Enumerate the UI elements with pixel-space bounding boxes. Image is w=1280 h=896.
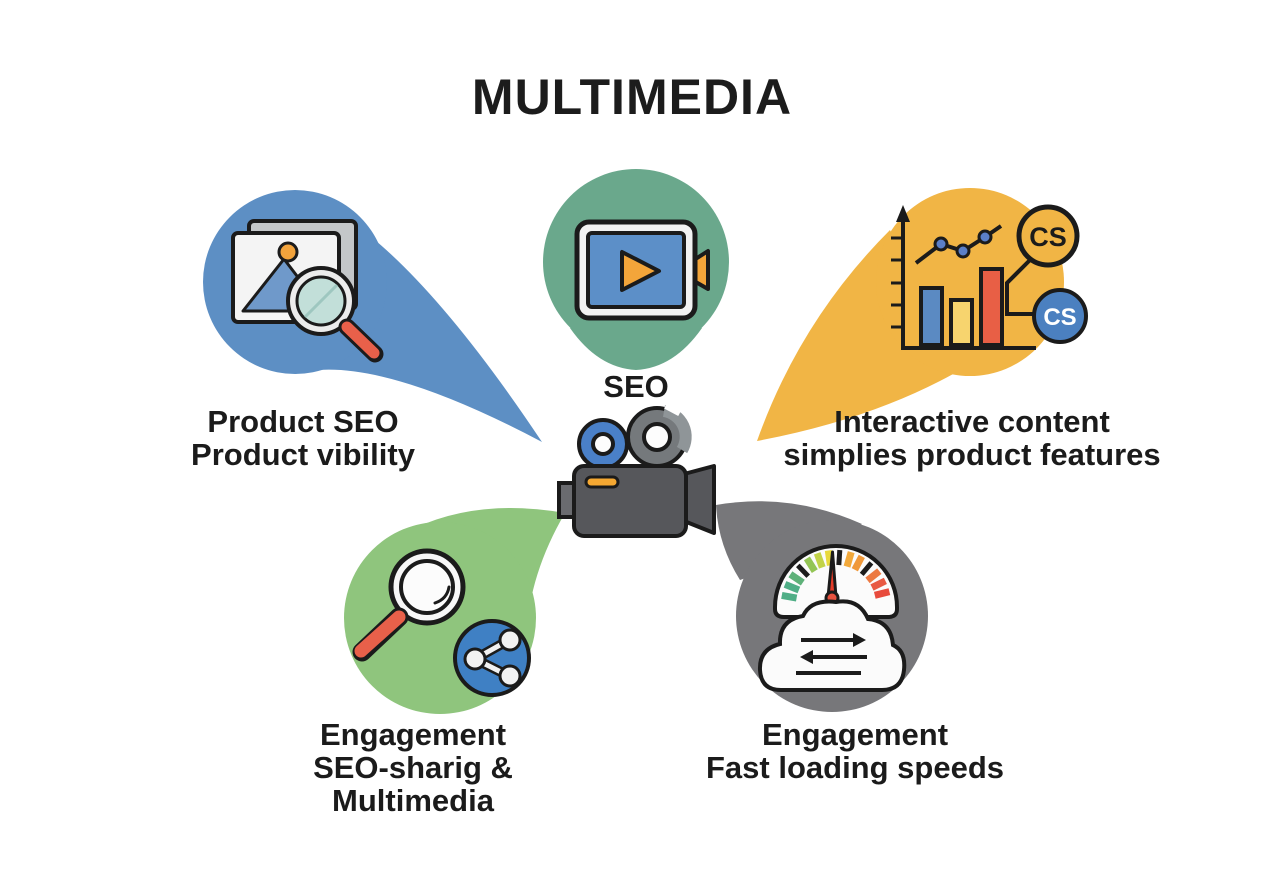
badge-connector <box>1005 258 1034 316</box>
petal-seo-tail <box>570 328 702 370</box>
trend-dot <box>933 236 949 252</box>
glass-glint <box>433 585 451 605</box>
camera-reel-blue-hole <box>591 432 615 456</box>
bar-blue <box>919 286 944 347</box>
camera-slot <box>584 475 620 489</box>
cs-badge-yellow <box>1016 204 1080 268</box>
camera-reel-gray-highlight <box>662 405 692 454</box>
camera-lens-horn <box>682 464 716 535</box>
bar-red <box>979 267 1004 347</box>
bar-chart-icon: CS CS <box>891 204 1088 350</box>
camera-reel-gray-hole <box>642 422 672 452</box>
petal-engagement-sharing: Engagement SEO-sharig & Multimedia <box>313 508 565 818</box>
petal-interactive-content: CS CS Interactive content simplies produ… <box>757 188 1161 472</box>
sun-icon <box>277 241 299 263</box>
petal-engagement-speed: Engagement Fast loading speeds <box>706 501 1004 785</box>
cloud-icon <box>757 599 907 692</box>
camera-reel-notch <box>664 398 684 417</box>
petal-product-seo-label-line2: Product vibility <box>191 437 416 472</box>
search-handle <box>354 610 406 658</box>
glass-reflection <box>303 283 339 319</box>
speed-arrows-icon <box>796 633 867 675</box>
cs-badge-blue <box>1032 288 1088 344</box>
petal-interactive-label-line1: Interactive content <box>834 404 1110 439</box>
bar-yellow <box>949 298 974 347</box>
play-icon <box>620 250 661 292</box>
search-share-icon <box>352 548 531 697</box>
search-glass <box>399 559 455 615</box>
gauge-ticks <box>781 549 891 602</box>
video-player-icon <box>574 219 710 321</box>
petal-interactive-label-line2: simplies product features <box>783 437 1160 472</box>
trend-dot <box>977 229 993 245</box>
share-icon <box>463 628 522 688</box>
axis-ticks <box>891 236 903 329</box>
petal-sharing-label-line2: SEO-sharig & <box>313 750 513 785</box>
petal-speed-label-line2: Fast loading speeds <box>706 750 1004 785</box>
petal-speed-label-line1: Engagement <box>762 717 948 752</box>
cs-badge-yellow-label: CS <box>1029 222 1067 252</box>
petal-product-seo-label-line1: Product SEO <box>207 404 398 439</box>
petal-product-seo: Product SEO Product vibility <box>191 190 542 472</box>
axis-arrow-icon <box>896 205 910 222</box>
video-camera-icon <box>557 398 716 538</box>
trend-dot <box>955 243 971 259</box>
petal-sharing-label-line3: Multimedia <box>332 783 495 818</box>
petal-sharing-label-line1: Engagement <box>320 717 506 752</box>
cs-badge-blue-label: CS <box>1043 304 1076 331</box>
image-search-icon <box>231 219 384 363</box>
page-title: MULTIMEDIA <box>472 69 792 125</box>
magnifier-handle <box>341 321 380 359</box>
speedometer-cloud-icon <box>757 544 907 692</box>
petal-seo: SEO <box>543 169 729 404</box>
petal-seo-label-line1: SEO <box>603 369 668 404</box>
